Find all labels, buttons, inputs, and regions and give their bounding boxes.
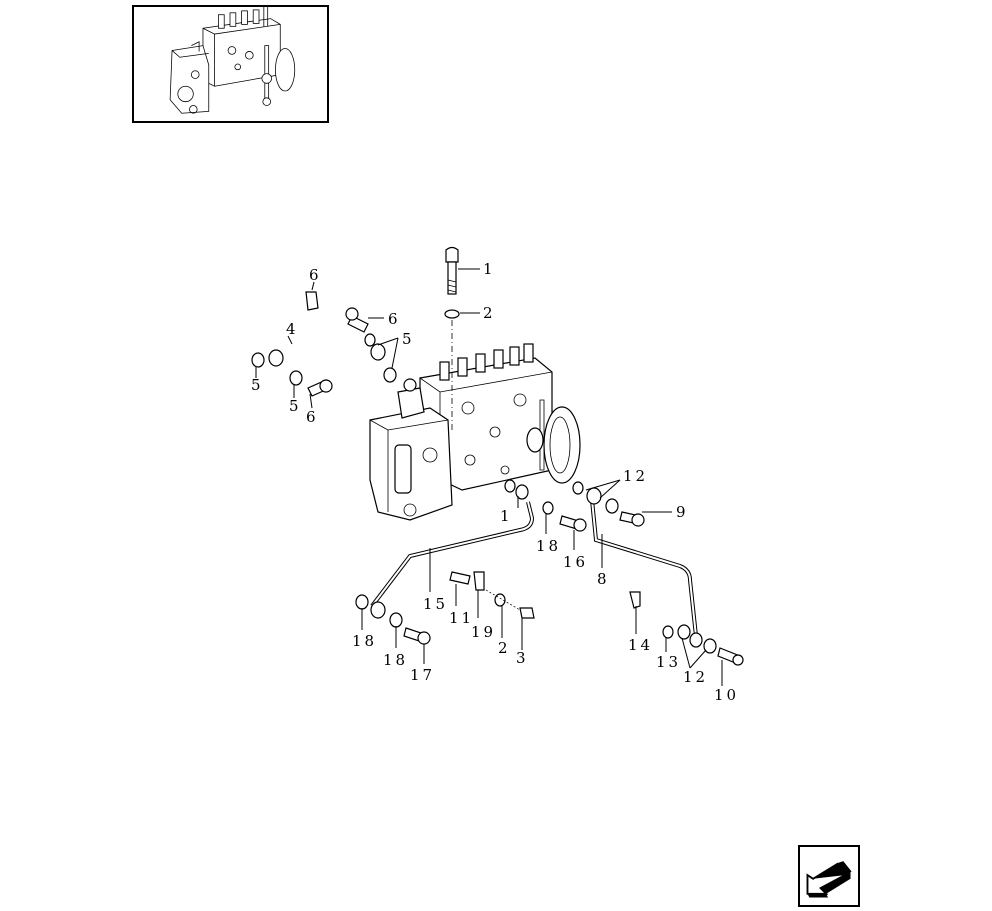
lower-fuel-pipe [355,479,587,645]
leader-lines [255,268,723,686]
callout-10: 10 [714,686,739,704]
upper-fuel-pipe [251,291,397,397]
callout-15: 15 [423,595,448,613]
right-fuel-pipe [572,481,744,666]
callout-13: 13 [656,653,681,671]
callout-14: 14 [628,636,653,654]
callout-11: 11 [449,609,474,627]
callout-16: 16 [563,553,588,571]
previous-page-arrow-icon [806,861,852,898]
callout-6-upper: 6 [388,310,401,328]
callout-8: 8 [597,570,610,588]
callout-6-lower: 6 [306,408,319,426]
callout-12-lower: 12 [683,668,708,686]
assembly-thumbnail [132,5,329,123]
banjo-bolt [444,246,460,430]
callout-17: 17 [410,666,435,684]
callout-12-upper: 12 [623,467,648,485]
callout-5-lower: 5 [289,397,302,415]
callout-5-left: 5 [251,376,264,394]
callout-5-right: 5 [402,330,415,348]
callout-2-lower: 2 [498,639,511,657]
fuel-injection-pump-thumbnail-icon [169,7,296,114]
callout-18-c: 18 [383,651,408,669]
callout-3: 3 [516,649,529,667]
callout-9: 9 [676,503,689,521]
injection-pump-body [369,343,581,521]
previous-page-button[interactable] [798,845,860,907]
callout-1: 1 [483,260,496,278]
callout-18-b: 18 [352,632,377,650]
callout-7: 6 [309,266,322,284]
callout-2: 2 [483,304,496,322]
callout-18-a: 18 [536,537,561,555]
callout-19: 19 [471,623,496,641]
callout-4: 4 [286,320,299,338]
callout-1-small: 1 [500,507,513,525]
